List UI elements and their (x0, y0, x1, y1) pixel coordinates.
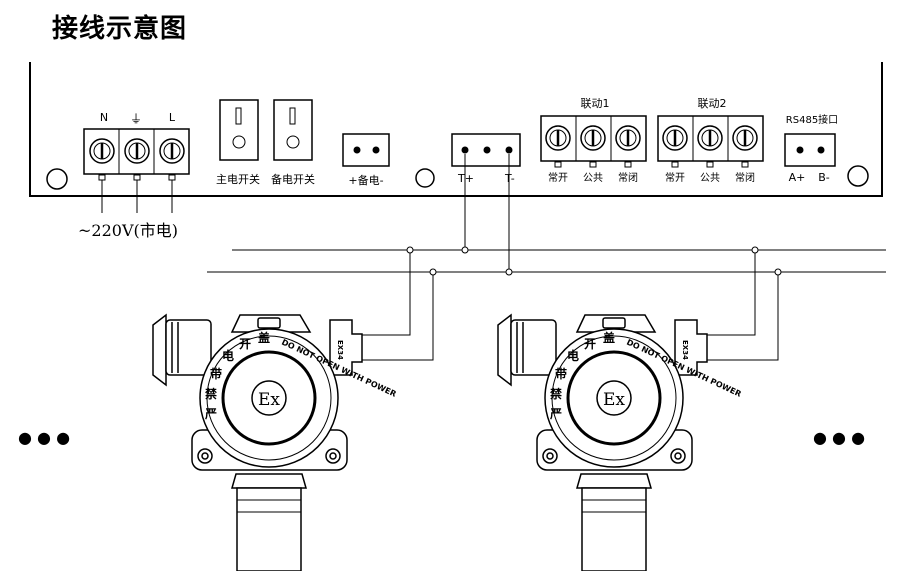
rs485-title: RS485接口 (786, 113, 838, 126)
terminal-label-n: N (100, 111, 108, 124)
gas-detector-2 (497, 313, 708, 571)
screw-icon (580, 125, 606, 151)
relay-2-nc-label: 常闭 (735, 171, 755, 184)
bus-wiring (207, 154, 886, 361)
relay-2-no-label: 常开 (665, 171, 685, 184)
relay-group-2: 联动2 常开 公共 常闭 (657, 97, 764, 184)
cert-mark-2: EX34 (681, 340, 689, 360)
cn-warning-char-2: 禁 (550, 386, 562, 401)
relay-2-title: 联动2 (698, 97, 727, 110)
rs485-a-label: A+ (789, 171, 806, 184)
main-power-switch: 主电开关 (216, 99, 260, 186)
power-terminal-block: N ⏚ L ~220V(市电) (78, 111, 190, 240)
ex-mark-1: Ex (258, 390, 280, 410)
bus-connector: T+ T- (451, 133, 521, 185)
cn-warning-char-4: 电 (222, 348, 234, 363)
cn-warning-char-5: 开 (584, 337, 596, 351)
relay-1-title: 联动1 (581, 97, 610, 110)
rs485-b-label: B- (818, 171, 830, 184)
mounting-hole-left (46, 168, 68, 190)
cn-warning-char-1: 严 (204, 407, 217, 421)
controller-panel (29, 62, 883, 197)
screw-icon (545, 125, 571, 151)
terminal-label-ground: ⏚ (130, 112, 142, 126)
backup-switch-label: 备电开关 (271, 172, 315, 186)
cn-warning-char-4: 电 (567, 348, 579, 363)
relay-group-1: 联动1 常开 公共 常闭 (540, 97, 647, 184)
gas-detector-1 (152, 313, 363, 571)
ex-mark-2: Ex (603, 390, 625, 410)
backup-power-switch: 备电开关 (271, 99, 315, 186)
screw-icon (662, 125, 688, 151)
screw-icon (732, 125, 758, 151)
relay-1-no-label: 常开 (548, 171, 568, 184)
screw-ground-icon (124, 138, 150, 164)
cn-warning-char-3: 带 (555, 366, 567, 381)
screw-l-icon (159, 138, 185, 164)
cn-warning-char-1: 严 (549, 407, 562, 421)
rs485-connector: RS485接口 A+ B- (784, 113, 838, 184)
cn-warning-char-6: 盖 (603, 330, 615, 345)
main-switch-label: 主电开关 (216, 172, 260, 186)
ellipsis-right: ● ● ● (813, 428, 865, 447)
terminal-label-l: L (169, 111, 176, 124)
diagram-title: 接线示意图 (52, 14, 188, 44)
cert-mark-1: EX34 (336, 340, 344, 360)
cn-warning-char-5: 开 (239, 337, 251, 351)
junction-dots (406, 246, 782, 276)
relay-2-com-label: 公共 (700, 172, 720, 184)
ellipsis-left: ● ● ● (18, 428, 70, 447)
cn-warning-char-3: 带 (210, 366, 222, 381)
mounting-hole-right (847, 165, 869, 187)
screw-n-icon (89, 138, 115, 164)
mounting-hole-center (415, 168, 435, 188)
screw-icon (697, 125, 723, 151)
relay-1-nc-label: 常闭 (618, 171, 638, 184)
mains-label: ~220V(市电) (78, 221, 178, 240)
backup-power-connector: +备电- (342, 133, 390, 187)
relay-1-com-label: 公共 (583, 172, 603, 184)
cn-warning-char-2: 禁 (205, 386, 217, 401)
backup-power-label: +备电- (348, 173, 383, 187)
cn-warning-char-6: 盖 (258, 330, 270, 345)
screw-icon (615, 125, 641, 151)
